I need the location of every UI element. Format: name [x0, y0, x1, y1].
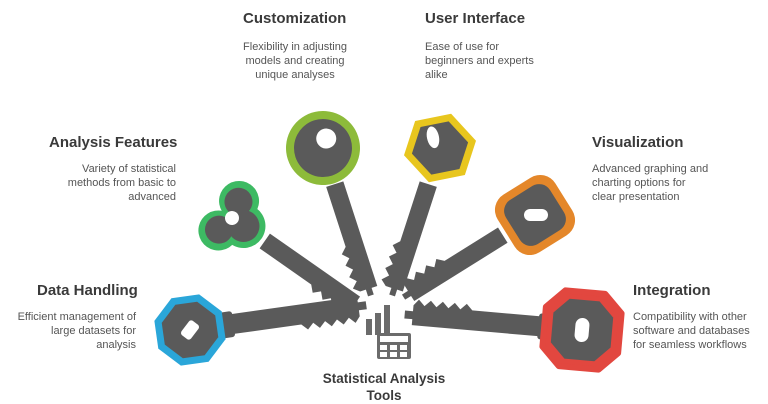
- key-shaft: [404, 299, 542, 337]
- center-title-line: Tools: [366, 388, 402, 403]
- desc-line: Flexibility in adjusting: [243, 41, 347, 53]
- key-shaft: [401, 227, 508, 302]
- desc-line: large datasets for: [51, 325, 136, 337]
- desc-data-handling: Efficient management of large datasets f…: [2, 310, 136, 352]
- desc-line: analysis: [96, 339, 136, 351]
- title-visualization: Visualization: [592, 134, 684, 151]
- desc-user-interface: Ease of use for beginners and experts al…: [425, 40, 575, 82]
- key-hole: [524, 209, 548, 221]
- key-data-handling: [154, 294, 367, 366]
- key-analysis-features: [198, 180, 363, 314]
- desc-visualization: Advanced graphing and charting options f…: [592, 162, 752, 204]
- desc-line: advanced: [128, 191, 176, 203]
- key-hole: [225, 211, 239, 225]
- title-analysis-features: Analysis Features: [49, 134, 178, 151]
- key-customization: [286, 111, 378, 297]
- key-shaft: [326, 181, 378, 297]
- desc-line: Advanced graphing and: [592, 163, 709, 175]
- desc-line: clear presentation: [592, 191, 680, 203]
- desc-line: methods from basic to: [67, 177, 176, 189]
- key-integration: [404, 287, 625, 373]
- center-title-line: Statistical Analysis: [322, 371, 446, 386]
- desc-line: Variety of statistical: [82, 163, 176, 175]
- desc-integration: Compatibility with other software and da…: [633, 310, 767, 352]
- key-shaft: [381, 181, 437, 297]
- desc-line: software and databases: [633, 325, 750, 337]
- desc-line: Efficient management of: [17, 311, 136, 323]
- desc-line: beginners and experts: [425, 55, 534, 67]
- key-hole: [316, 128, 337, 149]
- title-integration: Integration: [633, 282, 711, 299]
- desc-line: models and creating: [245, 55, 345, 67]
- desc-line: for seamless workflows: [633, 339, 747, 351]
- desc-line: charting options for: [592, 177, 686, 189]
- title-data-handling: Data Handling: [37, 282, 138, 299]
- key-head: [204, 187, 260, 244]
- desc-line: Ease of use for: [425, 41, 499, 53]
- desc-customization: Flexibility in adjusting models and crea…: [225, 40, 365, 82]
- key-visualization: [401, 174, 576, 302]
- key-user-interface: [381, 113, 476, 297]
- title-user-interface: User Interface: [425, 10, 526, 27]
- key-head: [411, 121, 469, 175]
- desc-line: Compatibility with other: [633, 311, 747, 323]
- key-hole: [574, 318, 590, 342]
- key-hole: [180, 320, 200, 340]
- desc-analysis-features: Variety of statistical methods from basi…: [30, 162, 176, 204]
- title-customization: Customization: [243, 10, 347, 27]
- chart-calculator-icon: [366, 305, 411, 359]
- center-title: Statistical Analysis Tools: [300, 370, 468, 404]
- key-hole: [426, 126, 440, 149]
- desc-line: alike: [425, 69, 448, 81]
- desc-line: unique analyses: [255, 69, 335, 81]
- key-shaft: [259, 233, 363, 314]
